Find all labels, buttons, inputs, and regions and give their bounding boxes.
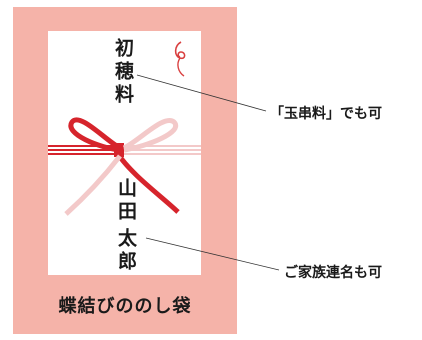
surname-text: 山田	[115, 178, 137, 224]
mizuhiki-red-bow	[68, 117, 180, 214]
callout-family-names: ご家族連名も可	[284, 265, 382, 281]
callout-leader-top	[136, 74, 267, 112]
given-name-text: 太郎	[115, 228, 137, 274]
callout-leader-bottom	[145, 237, 280, 271]
envelope-type-label: 蝶結びののし袋	[58, 296, 192, 317]
offering-purpose-text: 初穂料	[112, 38, 134, 107]
callout-alternative-wording: 「玉串料」でも可	[270, 106, 382, 122]
mizuhiki-white-bow	[64, 118, 179, 216]
noshi-ornament-icon	[174, 41, 186, 77]
mizuhiki-horizontal-cord	[48, 145, 201, 155]
